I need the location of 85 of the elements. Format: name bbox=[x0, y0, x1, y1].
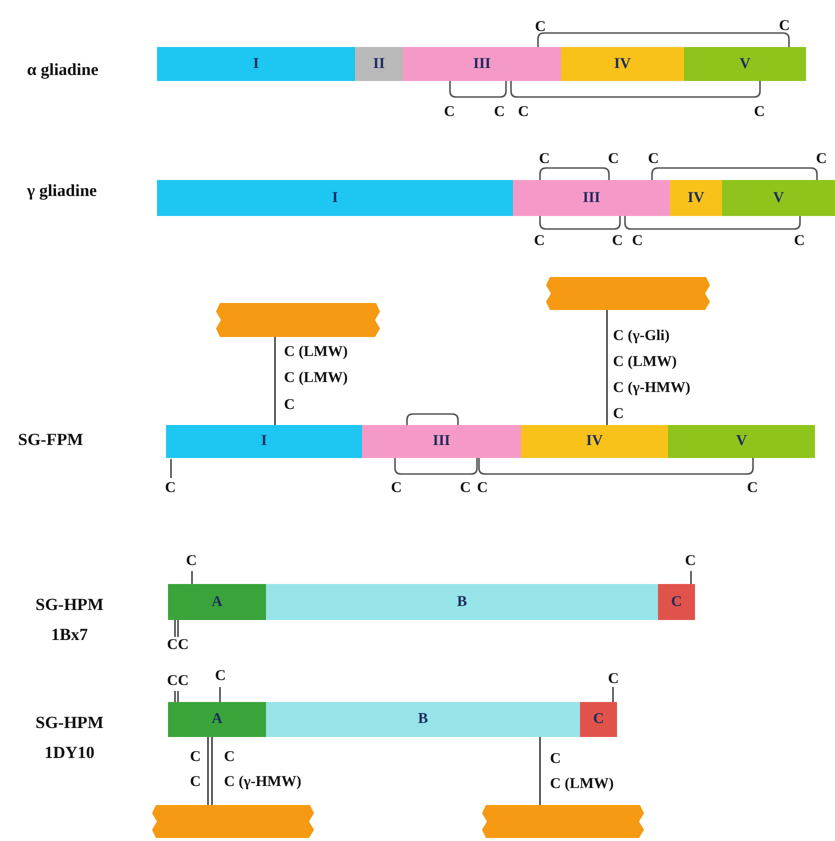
cysteine-label: CC bbox=[167, 637, 189, 654]
cysteine-label: C bbox=[613, 406, 624, 423]
connector-line bbox=[207, 737, 209, 805]
cysteine-label: CC bbox=[167, 673, 189, 690]
protein-name: γ gliadine bbox=[27, 182, 97, 199]
domain-label: III bbox=[582, 190, 600, 206]
protein-name: SG-FPM bbox=[18, 431, 84, 448]
cysteine-label: C bbox=[648, 151, 659, 168]
domain-label: IV bbox=[614, 56, 631, 72]
cysteine-label: C bbox=[608, 151, 619, 168]
connector-line bbox=[539, 737, 541, 805]
cysteine-label: C bbox=[685, 553, 696, 570]
cysteine-label: C bbox=[494, 104, 505, 121]
domain-label: C bbox=[671, 594, 682, 610]
domain-segment bbox=[157, 47, 355, 81]
cysteine-label: C bbox=[535, 19, 546, 36]
cysteine-label: C bbox=[518, 104, 529, 121]
cysteine-label: C bbox=[539, 151, 550, 168]
domain-segment bbox=[561, 47, 684, 81]
connector-line bbox=[606, 310, 608, 425]
connector-line bbox=[274, 337, 276, 425]
cysteine-label: C bbox=[391, 480, 402, 497]
cysteine-label: C (LMW) bbox=[284, 370, 348, 387]
domain-label: III bbox=[432, 433, 450, 450]
domain-label: III bbox=[473, 56, 491, 72]
cysteine-label: C bbox=[612, 233, 623, 250]
domain-label: I bbox=[332, 190, 338, 206]
cysteine-label: C bbox=[608, 671, 619, 688]
domain-label: C bbox=[593, 711, 604, 728]
torn-bar bbox=[546, 277, 710, 310]
domain-segment bbox=[684, 47, 806, 81]
cysteine-label: C (LMW) bbox=[550, 776, 614, 793]
cysteine-label: C bbox=[190, 774, 201, 791]
domain-label: V bbox=[773, 190, 784, 206]
domain-segment bbox=[521, 425, 668, 458]
connector-line bbox=[211, 737, 213, 805]
domain-label: B bbox=[456, 594, 467, 610]
cysteine-label: C bbox=[284, 397, 295, 414]
domain-label: I bbox=[261, 433, 267, 450]
cysteine-label: C (γ-Gli) bbox=[613, 328, 670, 345]
domain-label: A bbox=[212, 594, 222, 610]
cysteine-label: C bbox=[215, 668, 226, 685]
cysteine-label: C (γ-HMW) bbox=[613, 380, 690, 397]
cysteine-label: C bbox=[224, 749, 235, 766]
domain-segment bbox=[355, 47, 403, 81]
cysteine-label: C bbox=[190, 749, 201, 766]
cysteine-label: C bbox=[816, 151, 827, 168]
domain-segment bbox=[266, 584, 658, 620]
cysteine-label: C bbox=[186, 553, 197, 570]
cysteine-label: C bbox=[477, 480, 488, 497]
cysteine-label: C bbox=[754, 104, 765, 121]
domain-segment bbox=[157, 180, 513, 216]
domain-label: B bbox=[418, 711, 428, 728]
cysteine-label: C bbox=[794, 233, 805, 250]
domain-label: II bbox=[373, 56, 385, 72]
cysteine-label: C bbox=[444, 104, 455, 121]
protein-name: SG-HPM 1DY10 bbox=[34, 712, 104, 764]
domain-segment bbox=[722, 180, 835, 216]
cysteine-label: C (γ-HMW) bbox=[224, 774, 302, 791]
cysteine-label: C bbox=[632, 233, 643, 250]
domain-label: IV bbox=[586, 433, 603, 450]
cysteine-label: C bbox=[460, 480, 471, 497]
torn-bar bbox=[482, 805, 644, 838]
cysteine-label: C (LMW) bbox=[613, 354, 677, 371]
torn-bar bbox=[216, 303, 380, 337]
domain-label: I bbox=[253, 56, 259, 72]
cysteine-label: C bbox=[550, 751, 561, 768]
domain-segment bbox=[668, 425, 815, 458]
cysteine-label: C bbox=[534, 233, 545, 250]
cysteine-label: C bbox=[747, 480, 758, 497]
domain-segment bbox=[403, 47, 561, 81]
domain-segment bbox=[513, 180, 670, 216]
torn-bar bbox=[152, 805, 314, 838]
protein-name: SG-HPM 1Bx7 bbox=[34, 594, 104, 646]
domain-label: A bbox=[212, 711, 222, 728]
domain-segment bbox=[362, 425, 521, 458]
protein-name: α gliadine bbox=[27, 61, 98, 78]
cysteine-label: C (LMW) bbox=[284, 344, 348, 361]
cysteine-label: C bbox=[779, 18, 790, 35]
domain-label: V bbox=[740, 56, 750, 72]
domain-segment bbox=[266, 702, 580, 737]
cysteine-label: C bbox=[165, 480, 176, 497]
domain-label: V bbox=[736, 433, 747, 450]
domain-segment bbox=[670, 180, 722, 216]
domain-label: IV bbox=[688, 190, 704, 206]
